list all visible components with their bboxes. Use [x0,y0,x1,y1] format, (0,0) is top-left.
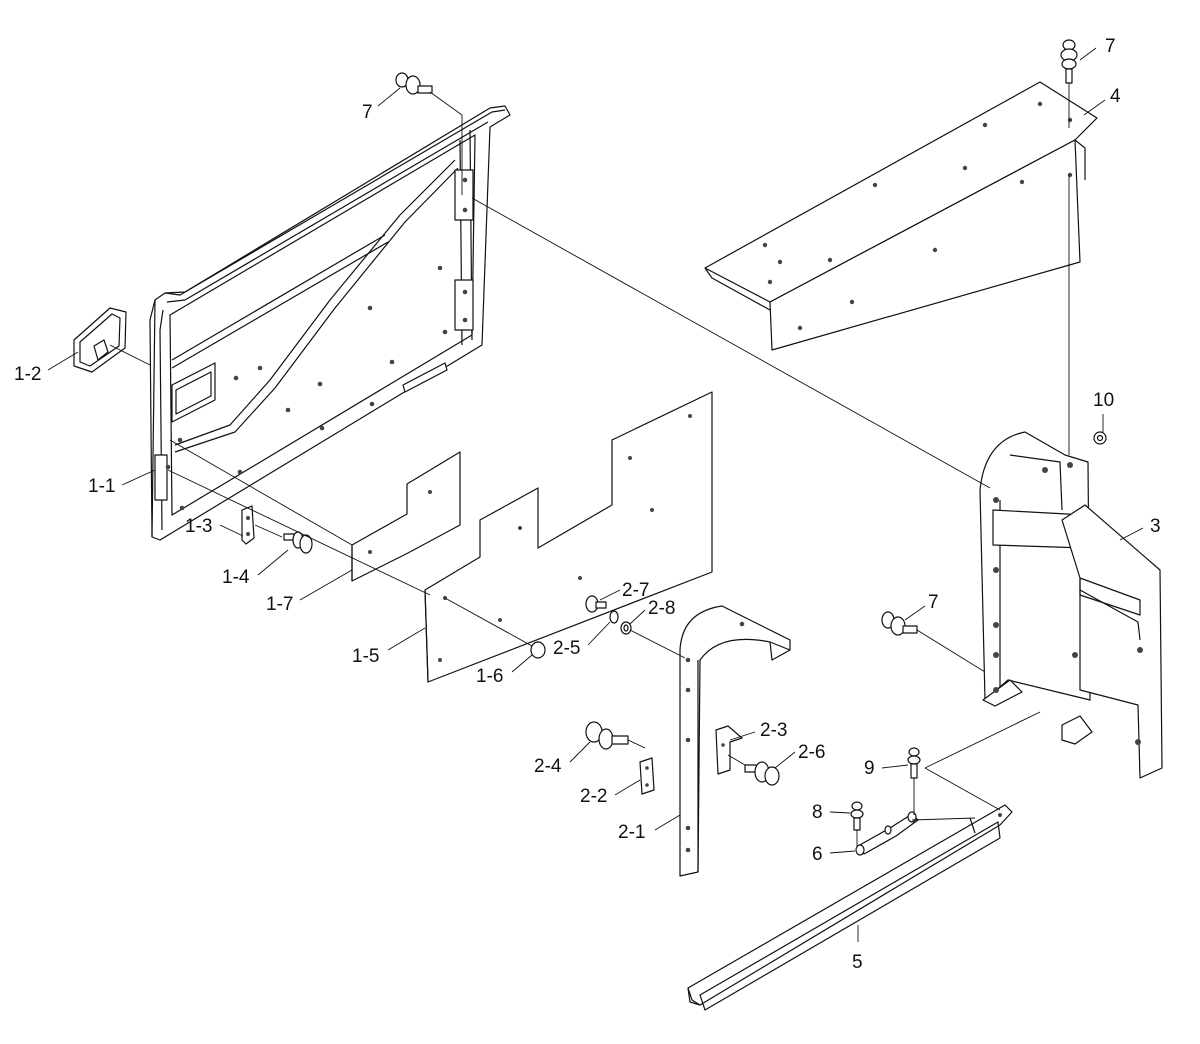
callout-2-7: 2-7 [622,580,649,601]
part-8-bolt [850,801,864,831]
part-4-top-channel [704,81,1098,351]
part-6-hinge-link [855,811,919,856]
part-1-6-plug [530,641,546,659]
part-2-7-screw [585,595,607,613]
part-2-3-plate [715,725,743,775]
part-2-8-washer [620,621,632,635]
callout-7-frame: 7 [928,592,939,613]
part-3-side-frame [979,431,1163,779]
part-2-5-washer [609,610,619,624]
callout-1-6: 1-6 [476,666,503,687]
callout-2-3: 2-3 [760,720,787,741]
callout-1-5: 1-5 [352,646,379,667]
callout-7-top: 7 [1105,36,1116,57]
callout-2-6: 2-6 [798,742,825,763]
callout-10: 10 [1093,390,1114,411]
part-1-1-door-panel [149,105,511,541]
part-10-nut [1093,431,1107,445]
part-1-2-latch-handle [73,307,127,373]
part-2-4-bolt [585,721,629,750]
callout-6: 6 [812,844,823,865]
part-1-7-gasket-plate [351,451,461,582]
part-1-4-bolt [283,531,313,554]
callout-9: 9 [864,758,875,779]
part-5-bottom-rail [687,804,1013,1011]
part-1-5-large-gasket-plate [424,391,713,683]
assembly-lines [109,83,1070,846]
callout-2-2: 2-2 [580,786,607,807]
callout-leaders [47,47,1144,942]
part-1-3-clip [241,505,255,545]
part-2-2-plate [639,757,655,795]
callout-1-7: 1-7 [266,594,293,615]
callout-1-1: 1-1 [88,476,115,497]
callout-5: 5 [852,952,863,973]
callout-2-4: 2-4 [534,756,562,777]
callout-2-5: 2-5 [553,638,580,659]
callout-4: 4 [1110,86,1121,107]
callout-labels: 1-2 1-1 1-3 1-4 1-7 1-5 1-6 7 7 4 10 3 7… [14,36,1161,973]
part-2-1-vertical-bracket [679,605,791,877]
callout-8: 8 [812,802,823,823]
callout-7-door: 7 [362,102,373,123]
callout-1-4: 1-4 [222,567,250,588]
callout-1-3: 1-3 [185,516,212,537]
part-7-bolt-frame [881,611,918,636]
part-7-bolt-door [395,72,433,95]
callout-2-8: 2-8 [648,598,675,619]
part-7-bolt-top [1060,39,1078,84]
part-2-6-bolt [744,761,780,786]
callout-3: 3 [1150,516,1161,537]
callout-1-2: 1-2 [14,364,41,385]
part-9-bolt [907,747,921,779]
callout-2-1: 2-1 [618,822,645,843]
